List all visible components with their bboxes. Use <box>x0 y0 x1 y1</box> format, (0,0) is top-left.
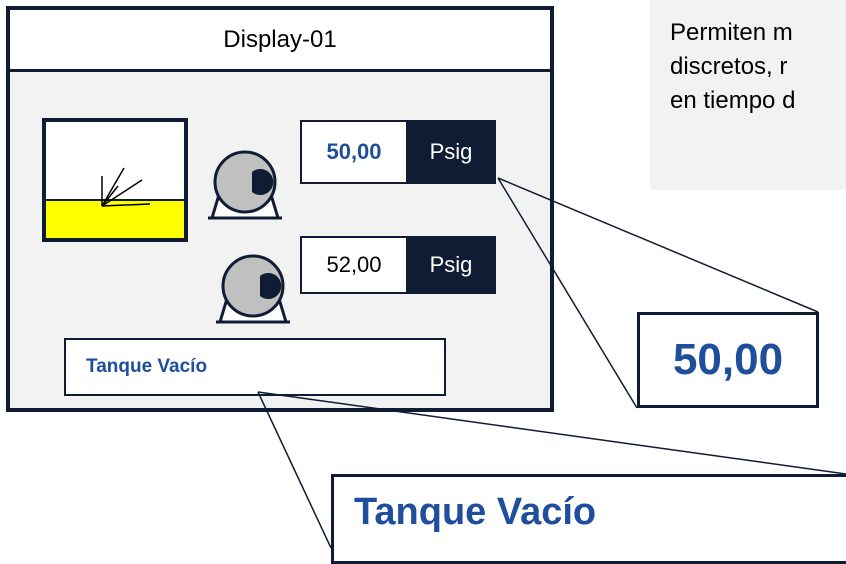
description-line-2: discretos, r <box>670 53 788 80</box>
tank-icon <box>42 118 188 242</box>
pressure-1-unit: Psig <box>406 120 496 184</box>
pressure-2-value[interactable]: 52,00 <box>300 236 408 294</box>
display-title: Display-01 <box>10 10 550 72</box>
callout-line-status-2 <box>257 391 846 475</box>
pump-icon-1 <box>208 150 282 220</box>
description-line-1: Permiten m <box>670 19 793 46</box>
pressure-2-unit: Psig <box>406 236 496 294</box>
zoom-value-callout: 50,00 <box>637 312 819 408</box>
description-text: Permiten m discretos, r en tiempo d <box>670 16 846 176</box>
description-panel <box>650 0 846 190</box>
callout-lines <box>257 177 846 548</box>
callout-line-status-1 <box>257 391 332 548</box>
pressure-1-value[interactable]: 50,00 <box>300 120 408 184</box>
callout-line-value-1 <box>497 177 819 313</box>
pump-icon-2 <box>216 254 290 324</box>
description-line-3: en tiempo d <box>670 87 796 114</box>
tank-status-field[interactable]: Tanque Vacío <box>64 338 446 396</box>
zoom-status-callout: Tanque Vacío <box>331 474 846 564</box>
callout-line-value-2 <box>497 177 638 409</box>
